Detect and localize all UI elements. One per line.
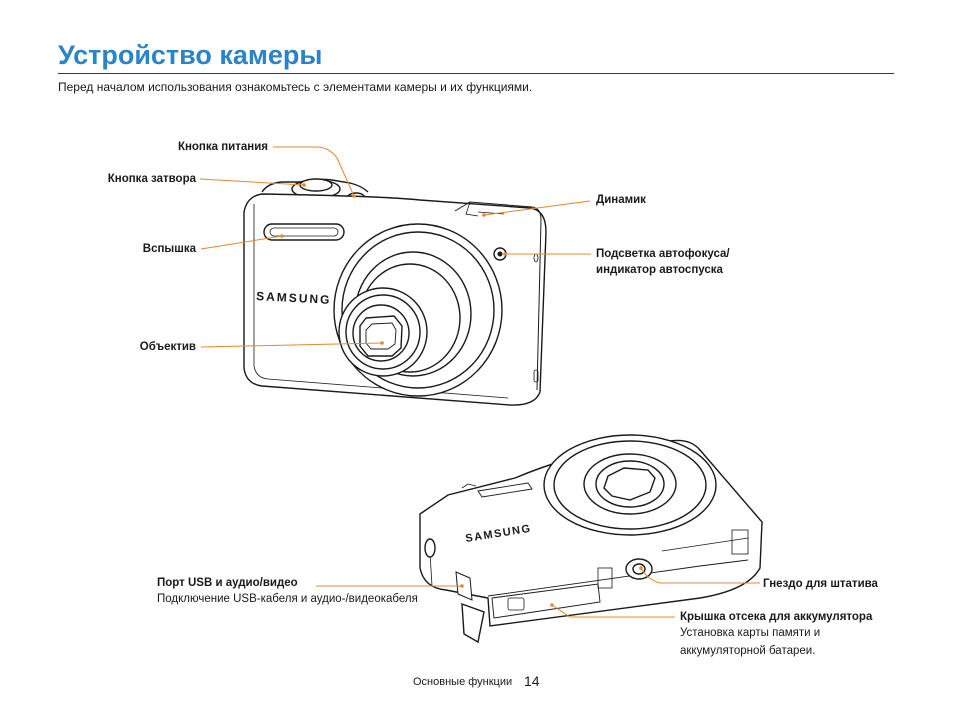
bottom-leader-dots	[460, 566, 643, 607]
lens-label: Объектив	[139, 341, 196, 353]
tripod-mount-label: Гнездо для штатива	[763, 578, 878, 590]
af-assist-label-line1: Подсветка автофокуса/	[596, 248, 730, 260]
usb-port-description: Подключение USB-кабеля и аудио-/видеокаб…	[157, 593, 418, 605]
bottom-camera-illustration	[419, 434, 763, 644]
page-number: 14	[524, 673, 540, 689]
usb-port-label: Порт USB и аудио/видео	[157, 577, 298, 589]
flash-label: Вспышка	[142, 243, 196, 255]
front-leader-lines	[199, 146, 591, 348]
shutter-button-label: Кнопка затвора	[107, 173, 196, 185]
power-button-label: Кнопка питания	[177, 141, 268, 153]
battery-cover-description-line1: Установка карты памяти и	[680, 627, 821, 639]
front-camera-illustration	[243, 178, 547, 406]
page-title: Устройство камеры	[58, 40, 323, 70]
battery-cover-label: Крышка отсека для аккумулятора	[680, 611, 873, 623]
battery-cover-description-line2: аккумуляторной батареи.	[680, 645, 816, 657]
intro-text: Перед началом использования ознакомьтесь…	[58, 80, 533, 94]
front-leader-dots	[280, 183, 507, 345]
title-divider	[58, 73, 894, 74]
footer-section-name: Основные функции	[413, 676, 513, 688]
front-brand-logo: SAMSUNG	[256, 289, 332, 307]
bottom-leader-lines	[316, 567, 760, 618]
speaker-label: Динамик	[596, 194, 646, 206]
af-assist-label-line2: индикатор автоспуска	[596, 264, 723, 276]
